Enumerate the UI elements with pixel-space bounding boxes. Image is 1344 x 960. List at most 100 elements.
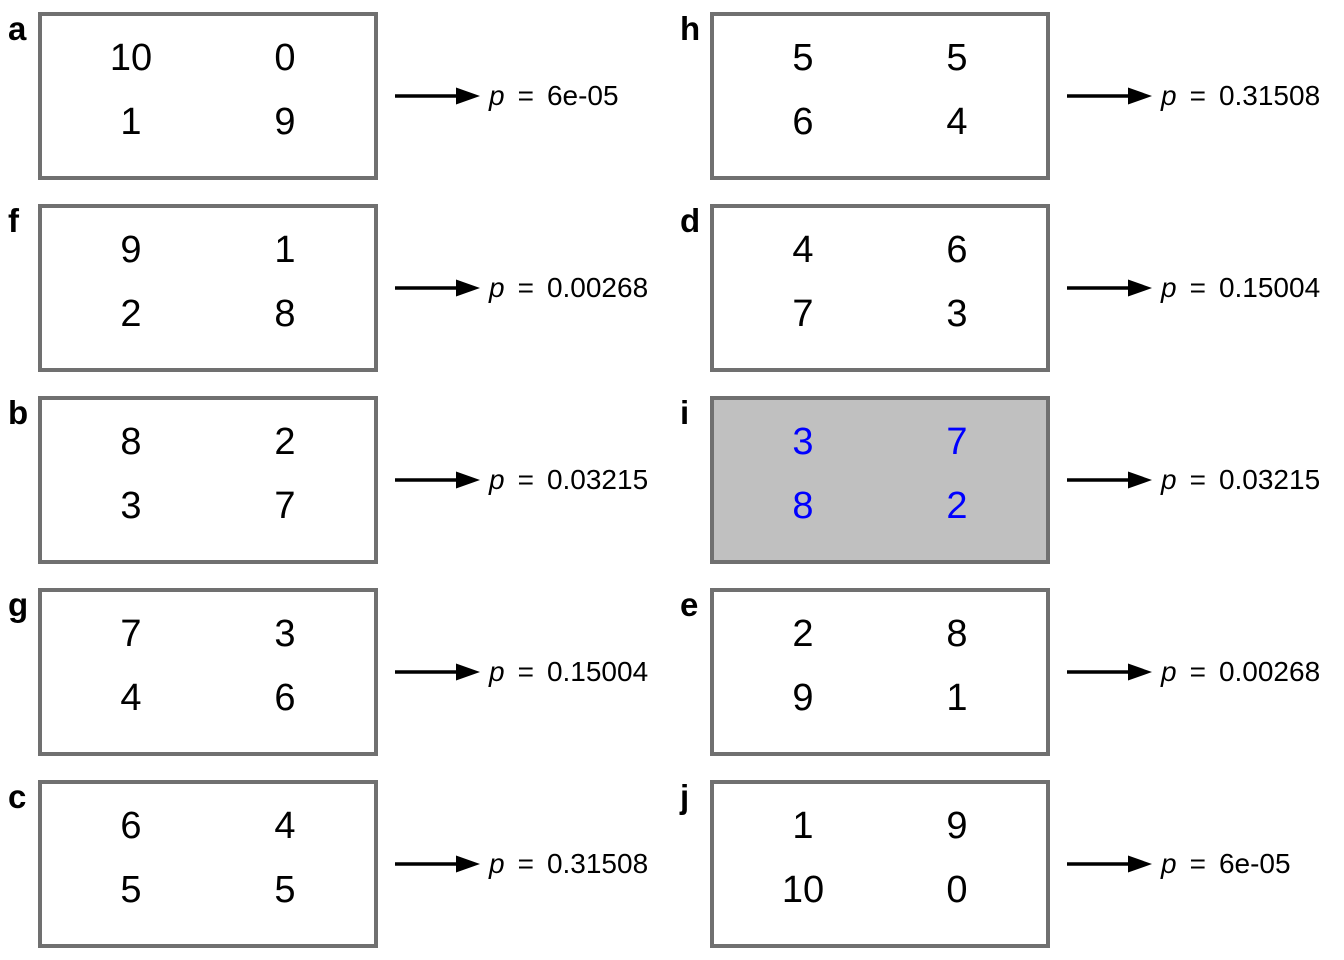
equals-sign: = xyxy=(1189,464,1206,495)
contingency-table: 4 6 7 3 xyxy=(710,204,1050,372)
table-cell: 8 xyxy=(274,293,296,335)
panel: b 8 2 3 7 p = 0.03215 xyxy=(0,384,672,576)
p-value-text: p = 0.15004 xyxy=(1161,192,1320,384)
p-value: 0.00268 xyxy=(1218,656,1321,687)
table-cell: 9 xyxy=(274,101,296,143)
table-cell: 6 xyxy=(946,229,968,271)
p-symbol: p xyxy=(489,80,505,111)
p-symbol: p xyxy=(1161,848,1177,879)
equals-sign: = xyxy=(1189,272,1206,303)
equals-sign: = xyxy=(517,464,534,495)
contingency-table: 5 5 6 4 xyxy=(710,12,1050,180)
arrow-icon xyxy=(395,663,480,681)
table-cell: 0 xyxy=(946,869,968,911)
p-value: 6e-05 xyxy=(1218,848,1291,879)
p-value: 0.03215 xyxy=(1218,464,1321,495)
p-value: 0.00268 xyxy=(546,272,649,303)
table-cell: 3 xyxy=(792,421,814,463)
equals-sign: = xyxy=(1189,656,1206,687)
panel: i 3 7 8 2 p = 0.03215 xyxy=(672,384,1344,576)
table-cell: 8 xyxy=(120,421,142,463)
arrow-icon xyxy=(395,87,480,105)
table-cell: 2 xyxy=(274,421,296,463)
arrow-icon xyxy=(395,855,480,873)
p-symbol: p xyxy=(1161,272,1177,303)
table-cell: 7 xyxy=(120,613,142,655)
p-value-text: p = 0.03215 xyxy=(1161,384,1320,576)
equals-sign: = xyxy=(1189,80,1206,111)
p-symbol: p xyxy=(489,272,505,303)
table-cell: 7 xyxy=(792,293,814,335)
table-cell: 8 xyxy=(792,485,814,527)
table-cell: 7 xyxy=(274,485,296,527)
p-value-text: p = 0.00268 xyxy=(489,192,648,384)
p-value-text: p = 0.31508 xyxy=(489,768,648,960)
equals-sign: = xyxy=(1189,848,1206,879)
panel: d 4 6 7 3 p = 0.15004 xyxy=(672,192,1344,384)
table-cell: 5 xyxy=(792,37,814,79)
contingency-table: 8 2 3 7 xyxy=(38,396,378,564)
table-cell: 5 xyxy=(274,869,296,911)
table-cell: 4 xyxy=(792,229,814,271)
table-cell: 1 xyxy=(792,805,814,847)
p-value: 0.31508 xyxy=(1218,80,1321,111)
arrow-icon xyxy=(1067,663,1152,681)
arrow-icon xyxy=(395,279,480,297)
equals-sign: = xyxy=(517,80,534,111)
arrow-icon xyxy=(395,471,480,489)
table-cell: 6 xyxy=(274,677,296,719)
contingency-table: 9 1 2 8 xyxy=(38,204,378,372)
table-cell: 1 xyxy=(274,229,296,271)
panel: f 9 1 2 8 p = 0.00268 xyxy=(0,192,672,384)
panel: j 1 9 10 0 p = 6e-05 xyxy=(672,768,1344,960)
p-value-text: p = 0.15004 xyxy=(489,576,648,768)
p-value: 0.15004 xyxy=(546,656,649,687)
p-symbol: p xyxy=(1161,656,1177,687)
table-cell: 1 xyxy=(946,677,968,719)
p-symbol: p xyxy=(489,464,505,495)
panel: h 5 5 6 4 p = 0.31508 xyxy=(672,0,1344,192)
equals-sign: = xyxy=(517,272,534,303)
p-value-text: p = 0.00268 xyxy=(1161,576,1320,768)
contingency-table: 3 7 8 2 xyxy=(710,396,1050,564)
p-symbol: p xyxy=(1161,464,1177,495)
table-cell: 4 xyxy=(120,677,142,719)
panel-label: d xyxy=(680,202,701,239)
table-cell: 3 xyxy=(120,485,142,527)
table-cell: 0 xyxy=(274,37,296,79)
table-cell: 2 xyxy=(946,485,968,527)
table-cell: 5 xyxy=(120,869,142,911)
p-value: 6e-05 xyxy=(546,80,619,111)
p-symbol: p xyxy=(1161,80,1177,111)
p-symbol: p xyxy=(489,656,505,687)
panel-label: b xyxy=(8,394,29,431)
contingency-table: 1 9 10 0 xyxy=(710,780,1050,948)
p-value: 0.15004 xyxy=(1218,272,1321,303)
arrow-icon xyxy=(1067,471,1152,489)
table-cell: 8 xyxy=(946,613,968,655)
table-cell: 3 xyxy=(946,293,968,335)
table-cell: 9 xyxy=(120,229,142,271)
table-cell: 2 xyxy=(120,293,142,335)
table-cell: 6 xyxy=(792,101,814,143)
p-value-text: p = 6e-05 xyxy=(489,0,619,192)
arrow-icon xyxy=(1067,279,1152,297)
panel-label: h xyxy=(680,10,701,47)
contingency-table: 10 0 1 9 xyxy=(38,12,378,180)
table-cell: 10 xyxy=(781,869,825,911)
table-cell: 9 xyxy=(792,677,814,719)
panel-label: j xyxy=(680,778,690,815)
p-symbol: p xyxy=(489,848,505,879)
p-value-text: p = 0.31508 xyxy=(1161,0,1320,192)
table-cell: 1 xyxy=(120,101,142,143)
panel: a 10 0 1 9 p = 6e-05 xyxy=(0,0,672,192)
panel-label: g xyxy=(8,586,29,623)
table-cell: 4 xyxy=(946,101,968,143)
panel: c 6 4 5 5 p = 0.31508 xyxy=(0,768,672,960)
table-cell: 2 xyxy=(792,613,814,655)
contingency-table: 6 4 5 5 xyxy=(38,780,378,948)
table-cell: 6 xyxy=(120,805,142,847)
equals-sign: = xyxy=(517,656,534,687)
panel-label: i xyxy=(680,394,690,431)
